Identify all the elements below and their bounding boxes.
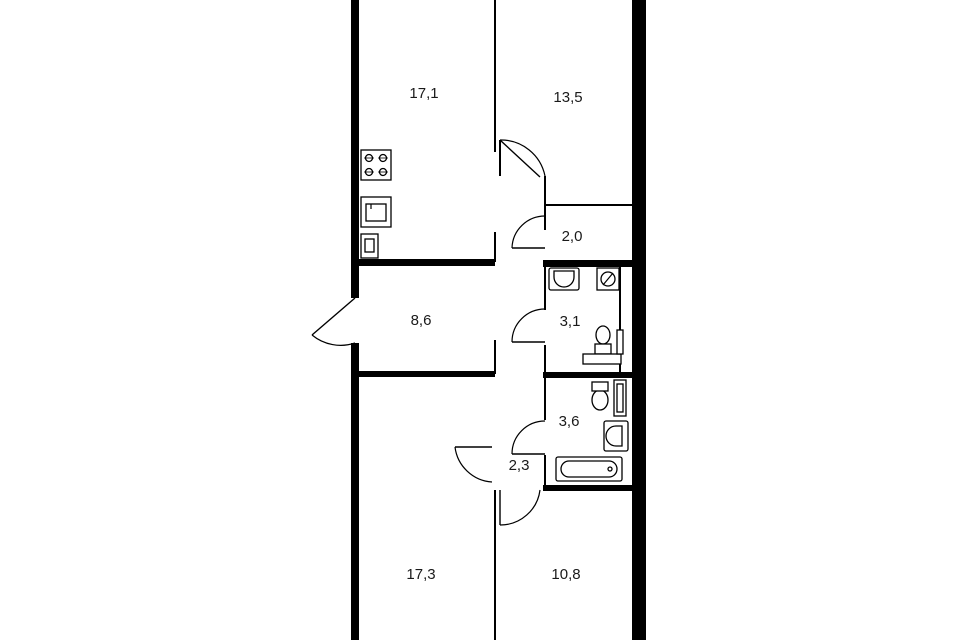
walls	[351, 0, 646, 640]
room-area-bottom-left: 17,3	[406, 566, 435, 583]
room-area-bathroom: 3,6	[559, 413, 580, 430]
bathtub-icon	[555, 456, 623, 482]
room-labels: 17,1 13,5 2,0 8,6 3,1 3,6 2,3 17,3 10,8	[406, 85, 582, 583]
entrance-door	[311, 297, 356, 346]
toilet-icon	[582, 325, 624, 365]
room-area-bottom-right: 10,8	[551, 566, 580, 583]
room-area-corridor: 2,3	[509, 457, 530, 474]
room-area-top-right: 13,5	[553, 89, 582, 106]
door-wc	[511, 308, 546, 343]
door-corridor	[454, 446, 493, 483]
door-icon	[311, 139, 546, 526]
sink-icon	[360, 196, 392, 228]
room-area-wc: 3,1	[560, 313, 581, 330]
room-area-kitchen: 17,1	[409, 85, 438, 102]
room-area-hall: 8,6	[411, 312, 432, 329]
wall-bath-bottom	[543, 485, 633, 491]
wall-right-exterior	[632, 0, 646, 640]
wall-wc-bath	[543, 372, 633, 378]
wall-kitchen-hall	[355, 259, 495, 266]
washbasin-icon	[548, 267, 580, 291]
room-area-storage: 2,0	[562, 228, 583, 245]
wall-storage-wc	[543, 260, 633, 267]
riser-icon	[596, 267, 620, 291]
door-room-bottom-right	[499, 489, 541, 526]
stove-icon	[360, 149, 392, 181]
door-storage	[511, 215, 546, 249]
washbasin-icon	[603, 420, 629, 452]
fridge-icon	[360, 233, 379, 259]
toilet-icon	[591, 379, 627, 417]
door-room-top-right	[499, 139, 546, 178]
wall-left-lower	[351, 343, 359, 640]
wall-left-upper	[351, 0, 359, 298]
wall-hall-bedroom	[355, 371, 495, 377]
door-bath	[511, 420, 546, 455]
